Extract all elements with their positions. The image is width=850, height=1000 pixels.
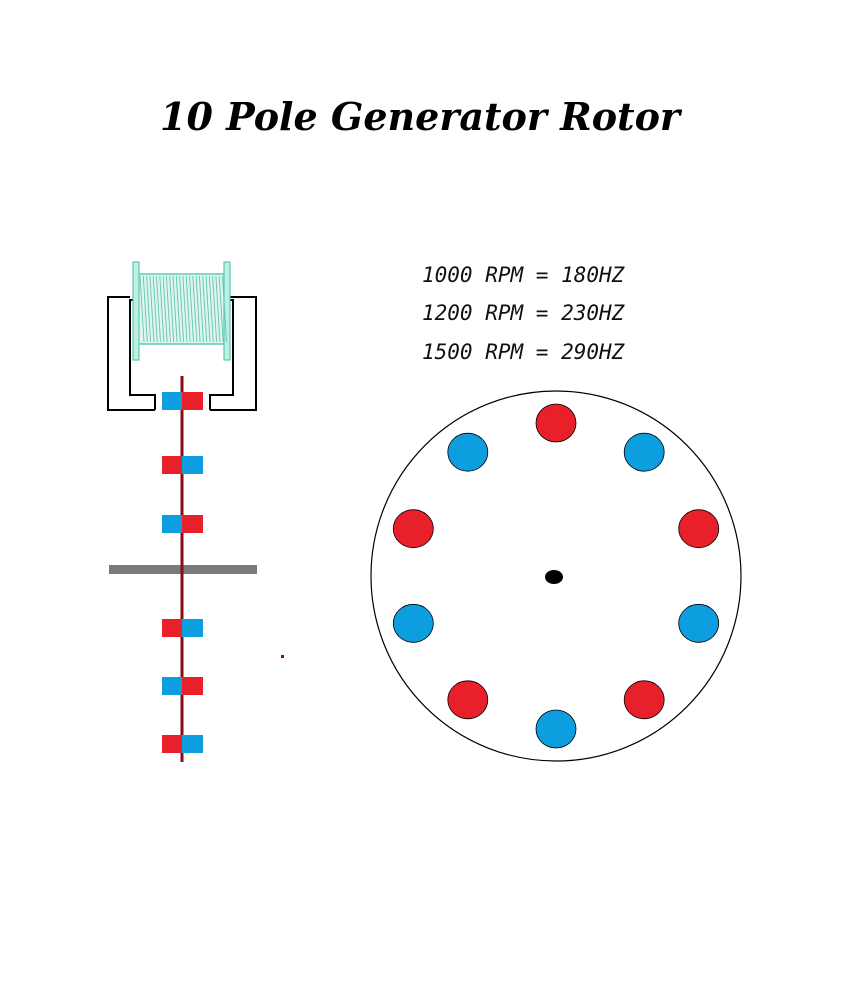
coil-winding [159, 275, 165, 343]
coil-winding [195, 275, 201, 343]
coil-winding [215, 275, 221, 343]
coil-winding [139, 275, 145, 343]
coil-winding [179, 275, 185, 343]
stray-mark [281, 655, 284, 658]
rpm-table: 1000 RPM = 180HZ 1200 RPM = 230HZ 1500 R… [422, 263, 626, 364]
magnet-pair [162, 515, 203, 533]
coil-winding [142, 275, 148, 343]
rotor-pole-blue [392, 603, 434, 643]
page-title: 10 Pole Generator Rotor [160, 94, 683, 139]
coil-flange-left [132, 261, 140, 361]
coil-winding [182, 275, 188, 343]
magnet-right [182, 392, 203, 410]
magnet-pair [162, 456, 203, 474]
rpm-row-1000: 1000 RPM = 180HZ [422, 263, 626, 287]
magnet-pair [162, 677, 203, 695]
magnet-left [162, 515, 182, 533]
rotor-pole-red [535, 403, 577, 443]
coil-flange-right [223, 261, 231, 361]
coil-winding [146, 275, 152, 343]
side-view [107, 261, 284, 762]
rotor-poles [392, 403, 720, 749]
rotor-pole-blue [447, 432, 489, 472]
magnet-right [182, 515, 203, 533]
coil-winding [222, 275, 227, 343]
coil-winding [169, 275, 175, 343]
coil-winding [172, 275, 178, 343]
magnet-right [182, 677, 203, 695]
rotor-pole-red [447, 680, 489, 720]
coil-winding [156, 275, 161, 343]
coil-winding [212, 275, 218, 343]
coil-winding [175, 275, 181, 343]
magnet-right [182, 456, 203, 474]
magnet-pair [162, 735, 203, 753]
coil-winding [185, 275, 191, 343]
rotor-pole-red [623, 680, 665, 720]
core-right-outer [210, 296, 257, 411]
magnet-right [182, 735, 203, 753]
rotor-pole-blue [678, 603, 720, 643]
coil-winding [198, 275, 204, 343]
rotor-pole-red [392, 509, 434, 549]
coil-winding [205, 275, 211, 343]
rpm-row-1500: 1500 RPM = 290HZ [422, 340, 626, 364]
coil-winding [189, 275, 194, 343]
rotor-pole-blue [623, 432, 665, 472]
coil-windings [139, 275, 227, 343]
coil-winding [165, 275, 171, 343]
rotor-pole-red [678, 509, 720, 549]
magnet-left [162, 619, 182, 637]
magnet-pair [162, 619, 203, 637]
magnet-left [162, 392, 182, 410]
coil-winding [162, 275, 168, 343]
rotor-pole-blue [535, 709, 577, 749]
rotor-face-view [370, 390, 742, 762]
rotor-center-hole [545, 570, 563, 584]
core-left-outer [107, 296, 155, 411]
coil-winding [192, 275, 198, 343]
side-magnets [162, 392, 203, 753]
magnet-left [162, 735, 182, 753]
magnet-left [162, 677, 182, 695]
coil-winding [218, 275, 224, 343]
magnet-right [182, 619, 203, 637]
coil-winding [208, 275, 214, 343]
core-left-inner [129, 299, 156, 410]
magnet-left [162, 456, 182, 474]
coil-winding [202, 275, 208, 343]
magnet-pair [162, 392, 203, 410]
coil-winding [149, 275, 155, 343]
rpm-row-1200: 1200 RPM = 230HZ [422, 301, 626, 325]
coil [132, 261, 231, 361]
coil-winding [152, 275, 158, 343]
